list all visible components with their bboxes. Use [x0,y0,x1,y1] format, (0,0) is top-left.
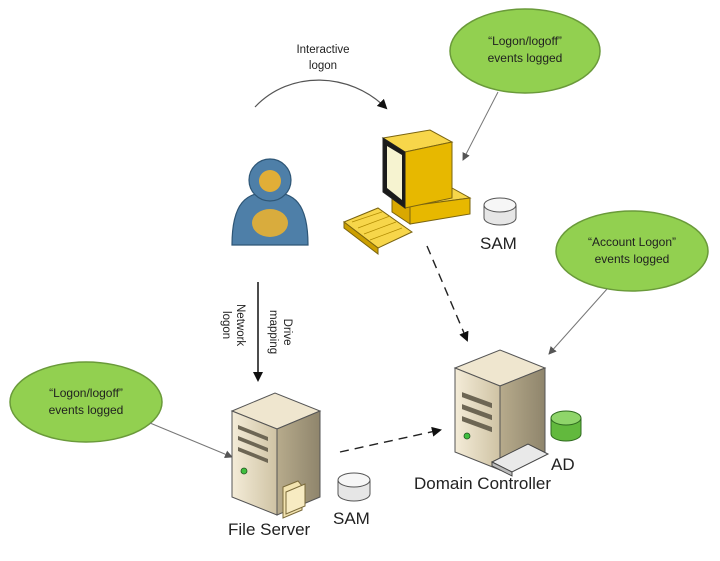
workstation-to-dc-arrow [426,245,469,342]
user-icon [231,158,309,246]
bubble-workstation-line2: events logged [487,51,563,65]
interactive-logon-arrow [254,79,388,110]
drive-mapping-label: Drive mapping [266,310,294,354]
bubble-workstation-line1: “Logon/logoff” [488,34,562,48]
sam-disk-icon-file-server [337,472,371,502]
pointer-line-domain-controller [548,288,608,355]
sam-label-file-server: SAM [333,509,370,528]
bubble-fs-line2: events logged [48,403,124,417]
sam-disk-icon-workstation [483,197,517,226]
workstation-icon [343,129,472,256]
bubble-domain-controller [555,210,709,292]
bubble-dc-line2: events logged [594,252,670,266]
bubble-text-domain-controller: “Account Logon” events logged [567,234,697,268]
file-server-label: File Server [228,520,311,539]
ad-label: AD [551,455,575,474]
bubble-text-workstation: “Logon/logoff” events logged [465,33,585,67]
domain-controller-icon [453,349,582,477]
network-logon-line1: Network [234,304,246,347]
bubble-workstation [449,8,601,94]
domain-controller-label: Domain Controller [414,474,551,493]
network-logon-line2: logon [220,311,232,340]
bubble-file-server [9,361,163,443]
drive-mapping-line1: Drive [281,318,293,346]
network-logon-label: Network logon [219,304,247,346]
bubble-dc-line1: “Account Logon” [587,235,677,249]
pointer-line-file-server [149,422,233,459]
interactive-logon-line1: Interactive [296,44,350,56]
pointer-line-workstation [462,91,499,161]
sam-label-workstation: SAM [480,234,517,253]
interactive-logon-label: Interactive logon [283,42,363,74]
file-server-icon [230,392,322,519]
bubble-fs-line1: “Logon/logoff” [49,386,123,400]
bubble-text-file-server: “Logon/logoff” events logged [26,385,146,419]
fileserver-to-dc-arrow [339,426,442,453]
drive-mapping-line2: mapping [267,310,279,355]
interactive-logon-line2: logon [308,60,338,72]
